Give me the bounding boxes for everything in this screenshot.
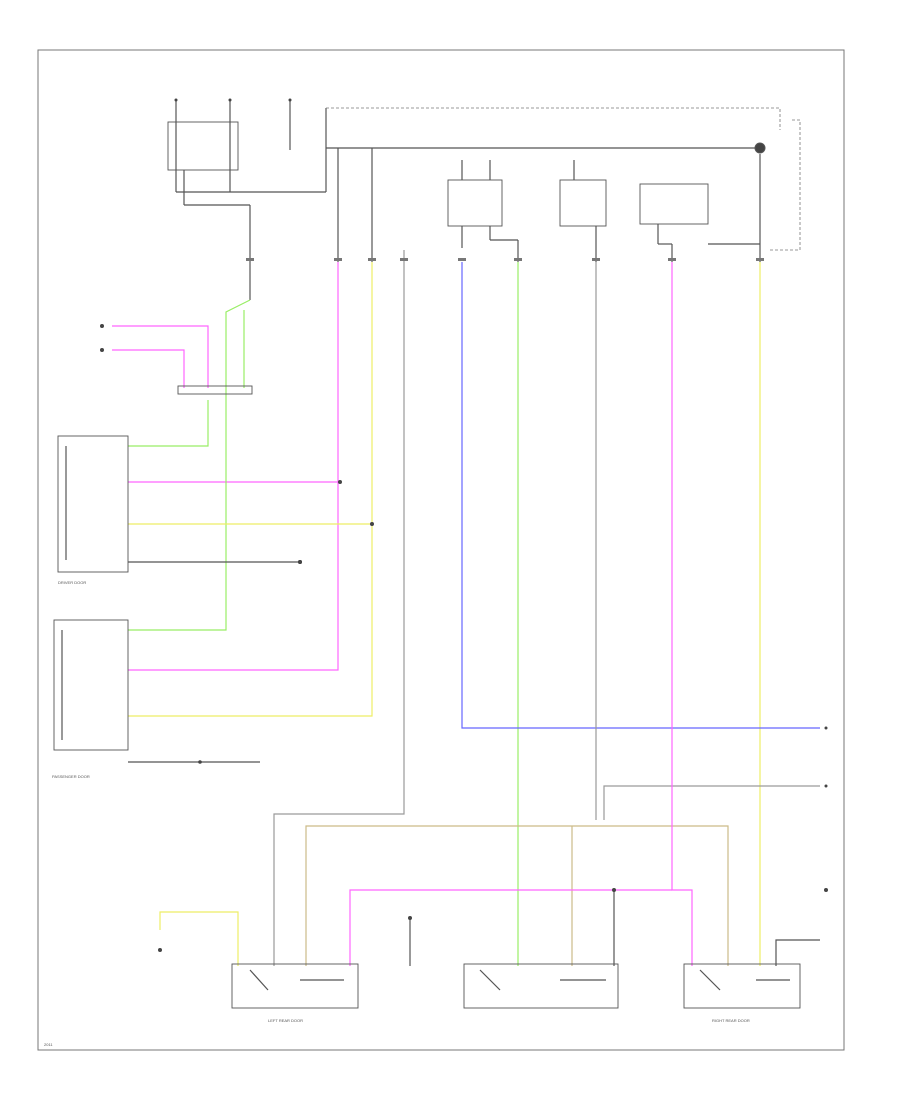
center-rear-switch	[463, 963, 619, 1009]
wire-magenta-lower	[671, 262, 693, 966]
svg-text:LEFT REAR DOOR: LEFT REAR DOOR	[268, 1018, 303, 1023]
fuse-block	[167, 98, 327, 300]
wire-green-left	[128, 299, 251, 631]
passenger-door-label: PASSENGER DOOR	[52, 774, 90, 779]
harness-dash	[326, 107, 781, 130]
ground-symbol	[100, 324, 828, 952]
driver-door-label: DRIVER DOOR	[58, 580, 86, 585]
relay-left	[447, 160, 519, 262]
relay-middle	[559, 160, 607, 262]
passenger-door-module: PASSENGER DOOR	[52, 619, 260, 779]
wire-magenta-main	[128, 262, 339, 671]
driver-door-module: DRIVER DOOR	[57, 435, 302, 585]
right-rear-switch: RIGHT REAR DOOR	[683, 963, 801, 1023]
diagram-frame	[37, 49, 845, 1051]
relay-right	[639, 183, 760, 262]
left-rear-switch: LEFT REAR DOOR	[231, 963, 359, 1023]
page-footer: 2011	[44, 1042, 53, 1047]
splice-block	[177, 385, 253, 395]
connector-row	[246, 258, 764, 261]
wire-yellow-left	[128, 262, 373, 717]
wire-gray	[273, 262, 405, 966]
wire-tan	[305, 825, 729, 966]
wire-blue	[461, 262, 820, 729]
svg-text:RIGHT REAR DOOR: RIGHT REAR DOOR	[712, 1018, 750, 1023]
